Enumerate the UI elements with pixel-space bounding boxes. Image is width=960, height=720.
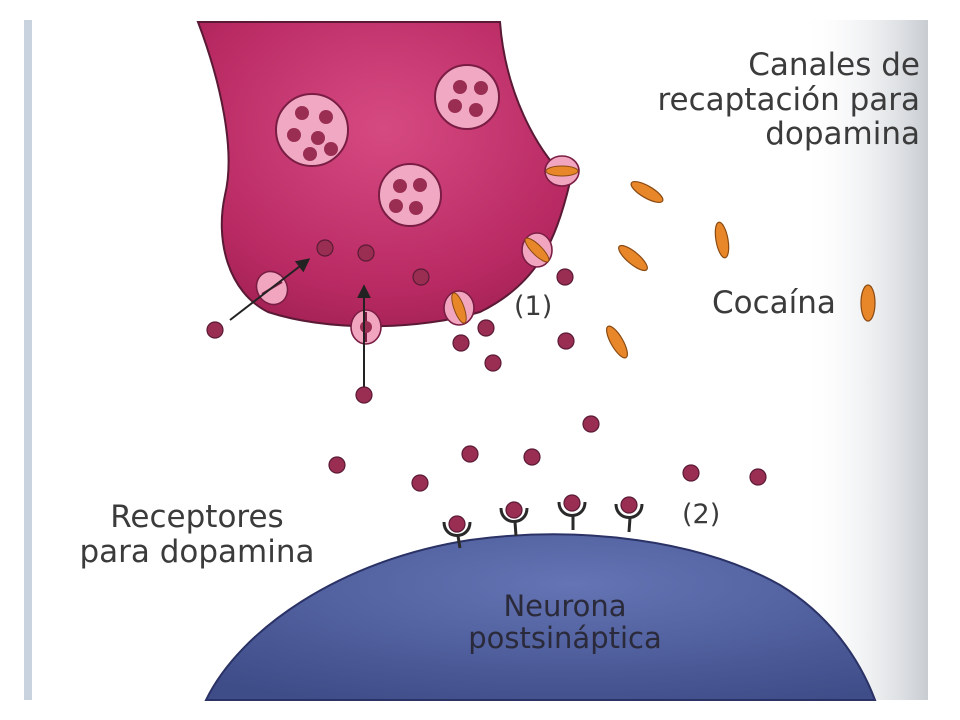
reuptake-channel-icon xyxy=(350,309,382,345)
dopamine-receptor-icon xyxy=(557,494,587,530)
dopamine-molecule-icon xyxy=(355,386,373,404)
cocaine-molecule-icon xyxy=(618,244,648,272)
dopamine-molecule-icon xyxy=(206,321,224,339)
dopamine-receptors-label: Receptores para dopamina xyxy=(72,500,322,569)
dopamine-molecule-icon xyxy=(316,239,334,257)
reuptake-channel-icon xyxy=(521,232,553,268)
postsynaptic-neuron xyxy=(204,533,877,701)
dopamine-molecules xyxy=(206,239,767,492)
cocaine-molecule-icon xyxy=(714,221,730,259)
presynaptic-terminal xyxy=(196,21,572,328)
reuptake-channels-label: Canales de recaptación para dopamina xyxy=(630,48,920,152)
dopamine-molecule-icon xyxy=(452,334,470,352)
cocaine-legend-icon xyxy=(860,284,876,322)
vesicle-icon xyxy=(275,93,349,167)
cocaine-label: Cocaína xyxy=(712,285,836,321)
marker-one-label: (1) xyxy=(514,291,553,322)
dopamine-receptors-label-line: Receptores xyxy=(110,499,284,535)
dopamine-molecule-icon xyxy=(411,474,429,492)
postsynaptic-neuron-label-line: postsináptica xyxy=(468,621,662,656)
postsynaptic-neuron-label-line: Neurona xyxy=(503,589,627,623)
vesicle-icon xyxy=(378,163,442,227)
cocaine-molecule-icon xyxy=(630,181,664,203)
dopamine-molecule-icon xyxy=(682,464,700,482)
vesicle-icon xyxy=(434,64,500,130)
dopamine-molecule-icon xyxy=(412,268,430,286)
dopamine-molecule-icon xyxy=(523,448,541,466)
dopamine-molecule-icon xyxy=(557,332,575,350)
cocaine-molecule-icon xyxy=(606,325,628,359)
scan-right-shade xyxy=(800,20,928,700)
reuptake-channel-icon xyxy=(443,290,475,326)
dopamine-molecule-icon xyxy=(357,244,375,262)
dopamine-molecule-icon xyxy=(461,445,479,463)
scan-left-edge xyxy=(24,20,32,700)
cocaine-molecules xyxy=(606,181,876,359)
dopamine-molecule-icon xyxy=(749,468,767,486)
dopamine-molecule-icon xyxy=(484,354,502,372)
dopamine-receptors xyxy=(442,494,644,549)
dopamine-receptor-icon xyxy=(614,496,644,533)
reuptake-channels-label-line: dopamina xyxy=(765,116,920,153)
reuptake-channels-label-line: Canales de xyxy=(748,47,920,83)
dopamine-receptors-label-line: para dopamina xyxy=(79,533,315,570)
dopamine-molecule-icon xyxy=(328,456,346,474)
postsynaptic-neuron-label: Neurona postsináptica xyxy=(450,590,680,655)
reuptake-channels-label-line: recaptación para xyxy=(657,81,920,118)
dopamine-receptor-icon xyxy=(442,515,472,549)
dopamine-molecule-icon xyxy=(582,415,600,433)
marker-two-label: (2) xyxy=(682,499,721,530)
dopamine-molecule-icon xyxy=(477,319,495,337)
reuptake-channel-icon xyxy=(544,155,580,187)
arrow-icon xyxy=(229,258,311,321)
dopamine-molecule-icon xyxy=(556,268,574,286)
dopamine-receptor-icon xyxy=(499,501,529,537)
